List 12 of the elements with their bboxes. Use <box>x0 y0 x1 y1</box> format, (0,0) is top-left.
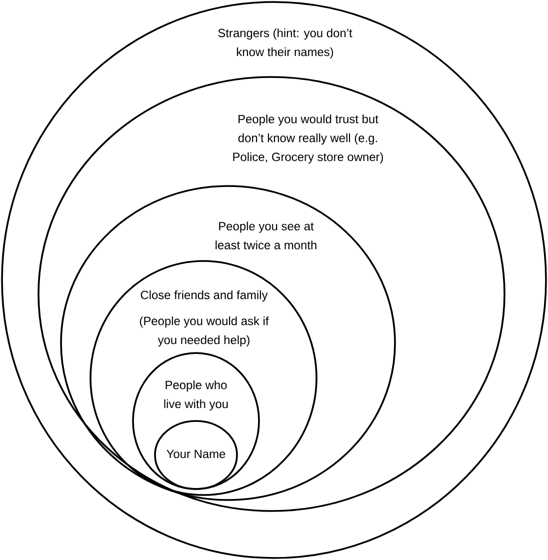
circle-outline <box>154 420 238 490</box>
circle-outline <box>38 76 506 512</box>
circle-outline <box>90 260 318 496</box>
circle-label: Your Name <box>166 450 226 458</box>
circle-label: (People you would ask if you needed help) <box>140 316 269 347</box>
circle-label: Close friends and family <box>140 290 268 302</box>
circle-label: People you would trust but don’t know really well (e.g. Police, Grocery store owner) <box>233 114 383 164</box>
circle-outline <box>60 185 396 501</box>
circle-label: People you see at least twice a month <box>216 222 316 250</box>
circle-outline <box>132 352 260 490</box>
circle-label: People who live with you <box>164 380 228 411</box>
circle-label: Strangers (hint: you don’t know their names) <box>218 28 352 59</box>
